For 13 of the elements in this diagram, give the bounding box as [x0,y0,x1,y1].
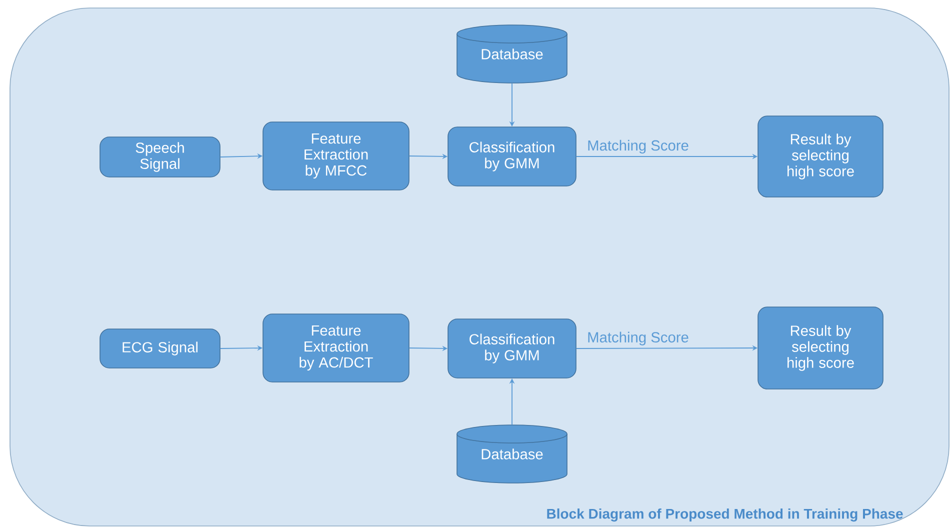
caption: Block Diagram of Proposed Method in Training Phase [547,508,903,522]
process-box: Classification by GMM [448,318,576,378]
process-box: Classification by GMM [448,126,576,186]
process-box: Result by selecting high score [758,306,884,390]
process-box: Result by selecting high score [758,116,884,198]
process-box: Speech Signal [100,136,220,178]
edge-label: Matching Score [586,330,690,347]
database-cylinder: Database [456,24,568,84]
process-box: Feature Extraction by MFCC [262,122,410,190]
process-box: ECG Signal [100,328,220,368]
database-cylinder: Database [456,424,568,484]
process-box: Feature Extraction by AC/DCT [262,314,410,382]
edge-label: Matching Score [586,138,690,155]
